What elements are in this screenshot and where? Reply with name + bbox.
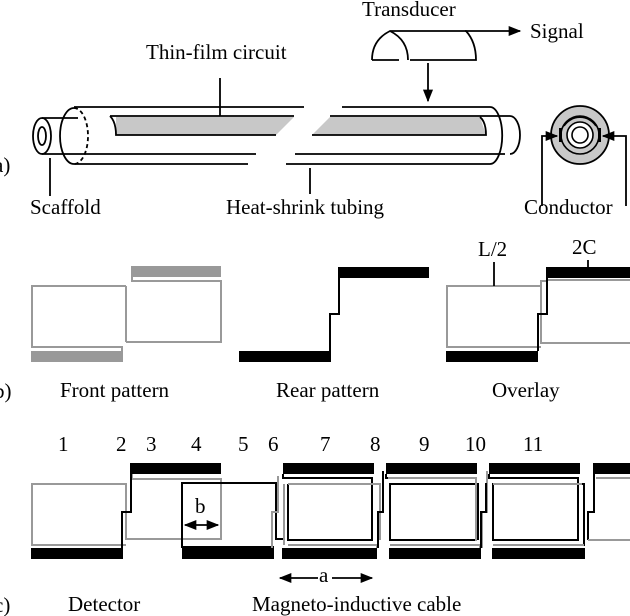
front-pattern-caption: Front pattern [60,378,170,402]
thin-film-right [312,117,486,135]
scaffold-end [32,107,89,165]
cable-element [587,463,630,541]
cross-section [541,105,627,206]
cable-element [480,463,585,559]
element-number: 3 [146,432,157,456]
rear-pattern-caption: Rear pattern [276,378,380,402]
thin-film-circuit-label: Thin-film circuit [146,40,287,64]
panel-a-label: a) [0,153,10,177]
transducer-label: Transducer [362,0,456,21]
capacitor-label: 2C [572,235,597,259]
conductor-leader-right [601,130,627,206]
overlay-caption: Overlay [492,378,560,402]
front-pattern: Front pattern [31,266,222,402]
element-number: 4 [191,432,202,456]
element-number: 10 [465,432,486,456]
cable-element [181,476,285,559]
panel-a: a) [0,0,627,219]
transducer: Transducer Signal [362,0,584,103]
panel-c: c) 1 2 3 4 5 6 7 8 9 10 11 [0,432,630,616]
cable-caption: Magneto-inductive cable [252,592,461,616]
panel-b: b) Front pattern Rear pattern [0,235,630,403]
dimension-a: a [278,563,374,587]
cable-element [282,463,381,559]
tube-left [74,106,304,165]
element-number: 8 [370,432,381,456]
panel-c-label: c) [0,593,10,616]
element-numbers: 1 2 3 4 5 6 7 8 9 10 11 [58,432,543,456]
element-number: 7 [320,432,331,456]
inductor-label: L/2 [478,237,507,261]
conductor-label: Conductor [524,195,613,219]
element-number: 6 [268,432,279,456]
heat-shrink-label: Heat-shrink tubing [226,195,385,219]
element-number: 2 [116,432,127,456]
detector-caption: Detector [68,592,140,616]
tube-right [286,106,521,165]
dimension-b-label: b [195,494,206,518]
thin-film-left [116,117,294,135]
conductor-leader-left [541,130,559,206]
element-number: 1 [58,432,69,456]
overlay: L/2 2C Overlay [446,235,630,402]
dimension-a-label: a [319,563,329,587]
transducer-shape [371,30,477,61]
scaffold-label: Scaffold [30,195,101,219]
signal-label: Signal [530,19,584,43]
cable-element [377,463,481,559]
rear-pattern: Rear pattern [239,267,429,402]
element-number: 5 [238,432,249,456]
element-number: 9 [419,432,430,456]
dimension-b: b [183,494,220,531]
element-number: 11 [523,432,543,456]
detector-pattern [31,463,222,559]
panel-b-label: b) [0,379,12,403]
